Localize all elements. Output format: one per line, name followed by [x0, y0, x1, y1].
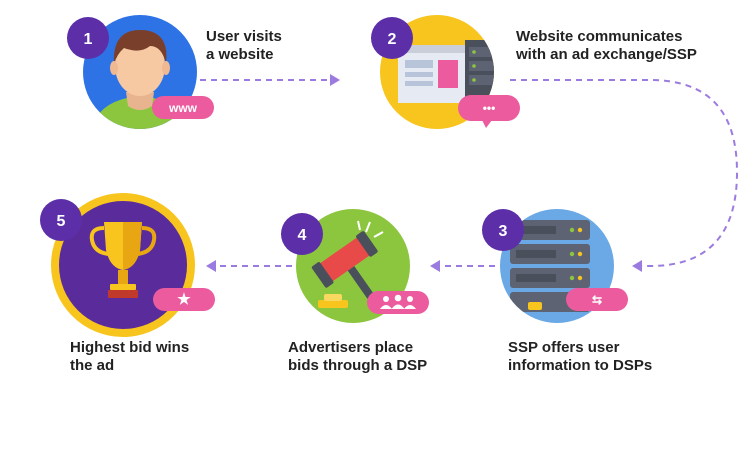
- connector-arrows: [200, 79, 739, 267]
- message-pill-text: •••: [483, 101, 496, 115]
- step-3-number: 3: [499, 223, 508, 240]
- step-2-website: ••• 2: [371, 15, 520, 129]
- arrow-head-4: [206, 260, 216, 272]
- step-2-label: Website communicates with an ad exchange…: [516, 28, 697, 63]
- gavel-icon: [311, 220, 384, 308]
- step-5-label: Highest bid wins the ad: [70, 339, 190, 374]
- step-2-number: 2: [388, 31, 397, 48]
- step-2-badge: [371, 17, 413, 59]
- exchange-pill: [566, 288, 628, 311]
- www-pill: [152, 96, 214, 119]
- trophy-icon: [89, 222, 157, 298]
- exchange-pill-text: ⇆: [592, 293, 602, 307]
- www-pill-text: www: [168, 101, 198, 115]
- message-pill-tail: [482, 120, 492, 128]
- star-pill-text: ★: [177, 291, 191, 308]
- step-3-label: SSP offers user information to DSPs: [508, 339, 653, 374]
- arrow-head-3: [430, 260, 440, 272]
- step-3-server: ⇆ 3: [482, 209, 628, 323]
- step-1-badge: [67, 17, 109, 59]
- people-pill: [367, 291, 429, 314]
- star-pill: [153, 288, 215, 311]
- arrow-head-1: [330, 74, 340, 86]
- arrow-heads: [206, 74, 642, 272]
- step-5-trophy: ★ 5: [40, 193, 215, 337]
- step-4-label: Advertisers place bids through a DSP: [288, 339, 428, 374]
- website-icon: [398, 40, 494, 103]
- step-4-number: 4: [298, 227, 307, 244]
- step-1-user: www 1: [67, 15, 214, 129]
- step-4-badge: [281, 213, 323, 255]
- step-1-number: 1: [84, 31, 93, 48]
- people-icon: [380, 294, 416, 309]
- step-1-label: User visits a website: [206, 28, 282, 63]
- step-3-badge: [482, 209, 524, 251]
- arrow-head-2: [632, 260, 642, 272]
- step-4-gavel: 4: [281, 209, 429, 323]
- step-5-badge: [40, 199, 82, 241]
- arrow-2-to-3: [510, 79, 739, 267]
- message-pill: [458, 95, 520, 121]
- step-5-number: 5: [57, 213, 66, 230]
